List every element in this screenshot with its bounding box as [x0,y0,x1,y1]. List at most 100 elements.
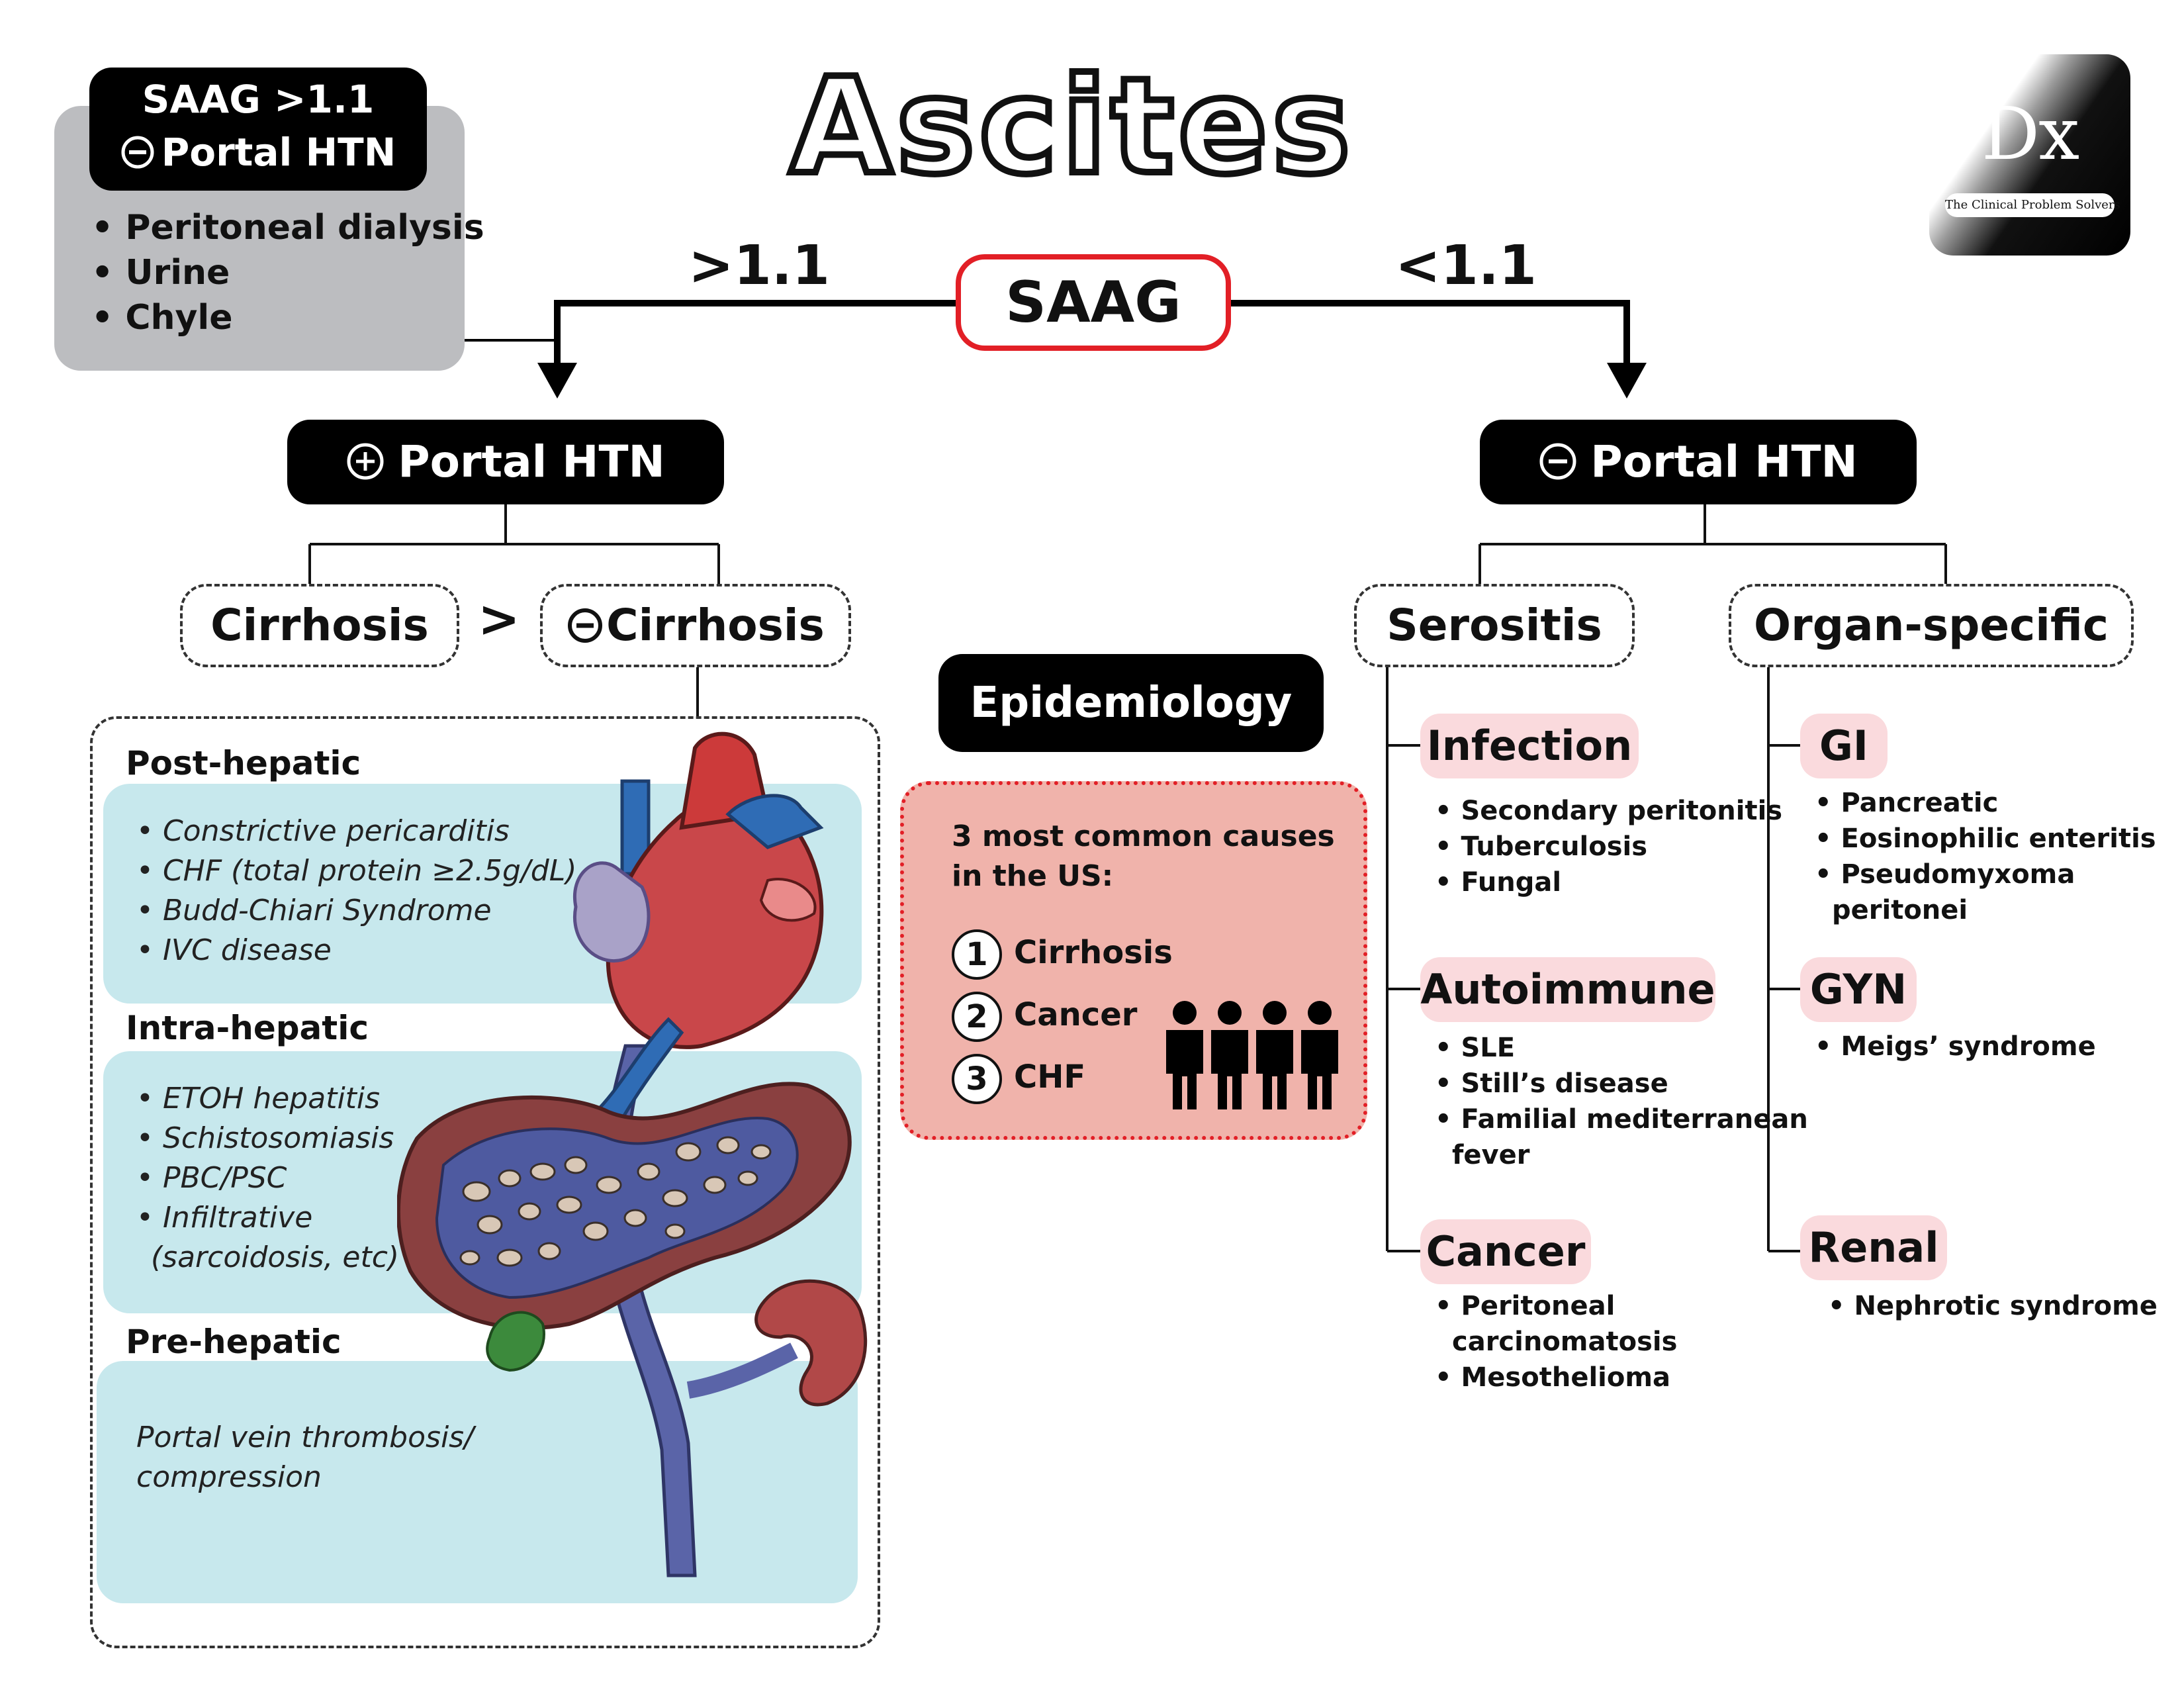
list-item: • ETOH hepatitis [136,1082,381,1115]
negative-portal-htn-label: Portal HTN [1590,436,1858,487]
list-item: carcinomatosis [1452,1327,1678,1357]
list-item: peritonei [1832,895,1968,925]
renal-list: • Nephrotic syndrome [1828,1288,2158,1324]
list-item: • CHF (total protein ≥2.5g/dL) [136,854,577,888]
saag-high-line1: SAAG >1.1 [142,77,375,122]
spleen-shape [754,1279,868,1407]
right-atrium-shape [573,861,651,962]
list-item: • Budd-Chiari Syndrome [136,894,492,927]
gallbladder-shape [486,1311,545,1372]
list-item: • Mesothelioma [1435,1362,1671,1393]
list-item: • Nephrotic syndrome [1828,1291,2158,1321]
title-text: Ascites [790,50,1354,204]
list-item: • Familial mediterranean [1435,1104,1808,1135]
list-item: • SLE [1435,1033,1516,1063]
gi-list: • Pancreatic • Eosinophilic enteritis • … [1815,785,2156,928]
saag-high-line2-text: Portal HTN [161,130,396,175]
autoimmune-label: Autoimmune [1420,957,1715,1022]
infection-list: • Secondary peritonitis • Tuberculosis •… [1435,793,1782,900]
number-badge: 3 [952,1054,1002,1104]
list-item: (sarcoidosis, etc) [151,1241,400,1274]
positive-portal-htn-label: Portal HTN [398,436,665,487]
saag-high-line2: Portal HTN [89,130,427,175]
liver-vascular-network [435,1117,799,1299]
dx-logo: Dx The Clinical Problem Solvers [1929,54,2130,256]
pre-hepatic-list: Portal vein thrombosis/ compression [136,1418,474,1497]
non-cirrhosis-causes-box [90,716,880,1648]
saag-node: SAAG [956,254,1231,351]
list-item: • Chyle [91,298,233,338]
list-item: • Tuberculosis [1435,831,1648,862]
intra-hepatic-list: • ETOH hepatitis • Schistosomiasis • PBC… [136,1079,399,1278]
list-item: • Pseudomyxoma [1815,859,2075,890]
liver-lobules [459,1136,772,1267]
ascites-title: Ascites [786,46,1354,207]
logo-subtitle: The Clinical Problem Solvers [1945,193,2120,217]
epidemiology-subtitle-line1: 3 most common causes [952,820,1335,853]
saag-high-header: SAAG >1.1 Portal HTN [89,68,427,191]
list-item: compression [136,1460,322,1494]
cancer-label: Cancer [1420,1219,1591,1284]
heart-liver-illustration [397,731,868,1577]
list-item: • Peritoneal dialysis [91,208,484,248]
epidemiology-subtitle-line2: in the US: [952,859,1114,893]
pulmonary-vessel [725,794,824,849]
list-item: • IVC disease [136,933,332,967]
list-item: • Peritoneal [1435,1291,1615,1321]
branch-low-label: <1.1 [1395,234,1537,297]
cirrhosis-node: Cirrhosis [180,584,459,667]
list-item: • Meigs’ syndrome [1815,1031,2096,1062]
epidemiology-subtitle: 3 most common causes in the US: [952,817,1335,896]
non-cirrhosis-label: Cirrhosis [606,600,825,651]
post-hepatic-list: • Constrictive pericarditis • CHF (total… [136,812,576,970]
plus-icon [347,443,384,480]
list-item: • Eosinophilic enteritis [1815,823,2156,854]
number-badge: 2 [952,992,1002,1042]
list-item: • Secondary peritonitis [1435,796,1783,826]
list-item: • Schistosomiasis [136,1121,394,1155]
pre-hepatic-panel [97,1361,858,1603]
epidemiology-header: Epidemiology [938,654,1324,752]
infection-label: Infection [1420,714,1639,778]
cancer-list: • Peritoneal carcinomatosis • Mesothelio… [1435,1288,1677,1395]
list-item: • Fungal [1435,867,1562,898]
autoimmune-list: • SLE • Still’s disease • Familial medit… [1435,1030,1808,1173]
list-item: • Constrictive pericarditis [136,814,510,848]
list-item: • Infiltrative [136,1201,313,1235]
minus-icon [1539,443,1576,480]
callout-list: • Peritoneal dialysis • Urine • Chyle [91,205,484,340]
list-item: • Urine [91,253,230,293]
branch-high-label: >1.1 [688,234,830,297]
list-item: • Pancreatic [1815,788,1999,818]
pre-hepatic-title: Pre-hepatic [126,1323,341,1361]
people-icon [1166,1001,1338,1109]
number-badge: 1 [952,929,1002,980]
serositis-node: Serositis [1354,584,1635,667]
logo-mark: Dx [1981,91,2079,176]
left-atrium-shape [759,878,817,922]
gi-label: GI [1800,714,1888,778]
organ-specific-node: Organ-specific [1729,584,2134,667]
negative-portal-htn-header: Portal HTN [1480,420,1917,504]
post-hepatic-title: Post-hepatic [126,744,361,782]
comparator-symbol: > [478,589,520,648]
list-item: • PBC/PSC [136,1161,287,1195]
gyn-label: GYN [1800,957,1917,1022]
intra-hepatic-title: Intra-hepatic [126,1009,369,1047]
minus-icon [568,608,603,643]
splenic-vein [686,1342,798,1399]
positive-portal-htn-header: Portal HTN [287,420,724,504]
non-cirrhosis-node: Cirrhosis [540,584,851,667]
list-item: fever [1452,1140,1530,1170]
renal-label: Renal [1800,1215,1947,1280]
list-item: • Still’s disease [1435,1068,1668,1099]
minus-icon [121,136,154,169]
gyn-list: • Meigs’ syndrome [1815,1029,2096,1064]
list-item: Portal vein thrombosis/ [136,1421,474,1454]
